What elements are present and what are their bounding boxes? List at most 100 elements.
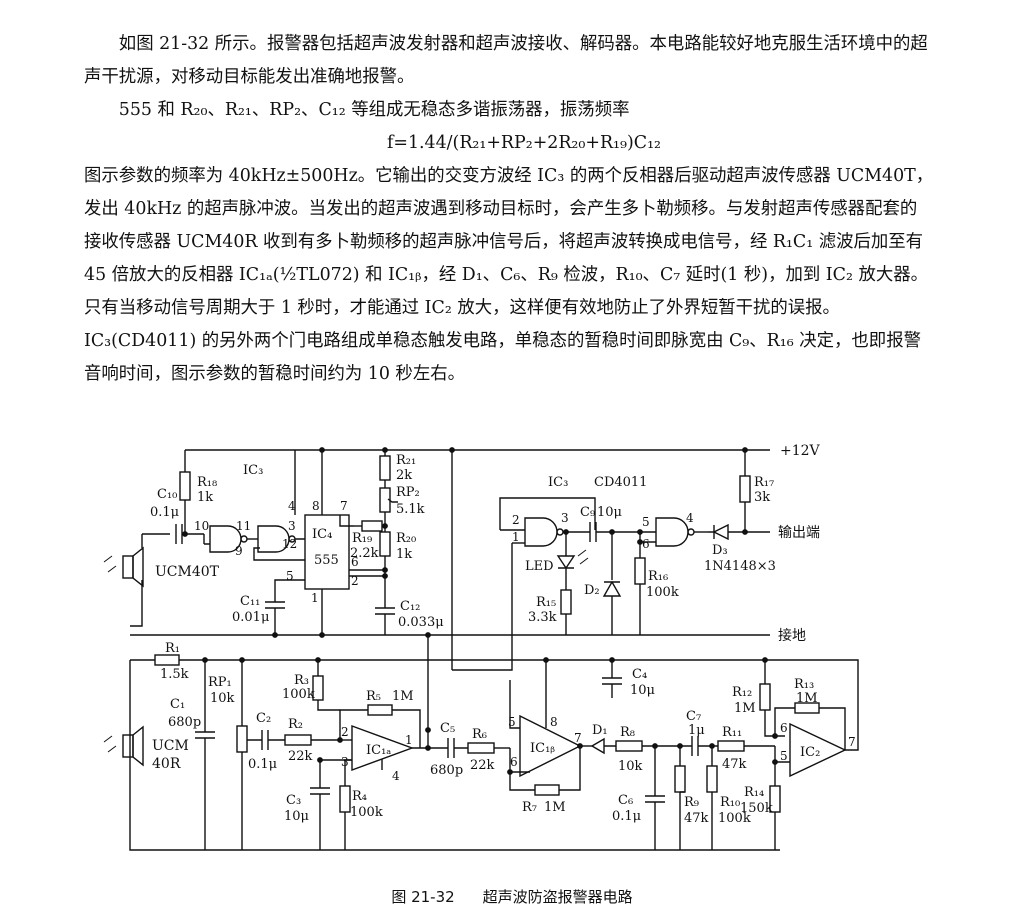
pin-label: 4 [392,769,400,783]
pin-label: 4 [288,499,296,513]
nand-gate-3 [524,517,558,547]
ic1b-label: IC₁ᵦ [530,741,555,756]
r4-label: R₄ [352,789,367,804]
resistor-r8 [615,740,643,752]
c4-label: C₄ [632,667,647,682]
r21-value: 2k [396,468,412,483]
ground-label: 接地 [778,627,806,644]
r16-label: R₁₆ [648,569,668,584]
pin-label: 9 [235,544,243,558]
r9-label: R₉ [684,795,699,810]
chip-label: 555 [314,553,339,568]
r5-value: 1M [392,689,414,704]
ucm40t-transducer [122,555,134,579]
r5-label: R₅ [366,689,381,704]
wave-icon [103,735,117,753]
pin-label: 7 [340,499,348,513]
c10-value: 0.1μ [150,505,179,520]
mono-ic3-label: IC₃ [548,475,568,490]
d2-label: D₂ [584,583,600,598]
r19-label: R₁₉ [352,531,372,546]
ic1a-label: IC₁ₐ [366,743,391,758]
c5-value: 680p [430,763,463,778]
resistor-r17 [739,475,751,503]
potentiometer-rp1 [236,725,248,753]
pin-label: 7 [848,735,856,749]
rp2-label: RP₂ [396,485,420,500]
pin-label: 8 [550,715,558,729]
figure-number: 图 21-32 [391,888,455,906]
pin-label: 2 [512,513,520,527]
opamp-ic2 [789,722,847,778]
c12-label: C₁₂ [400,599,420,614]
d1-label: D₁ [592,723,608,738]
pin-label: 6 [780,721,788,735]
r13-label: R₁₃ [794,677,814,692]
pin-label: 10 [194,519,209,533]
pin-label: 12 [282,537,297,551]
led-light-icon [577,549,589,565]
c6-label: C₆ [618,793,633,808]
r14-label: R₁₄ [744,785,764,800]
pin-label: 5 [642,515,650,529]
pin-label: 3 [288,519,296,533]
cd4011-label: CD4011 [594,475,647,490]
r19-value: 2.2k [350,546,379,561]
r4-value: 100k [350,805,383,820]
r2-label: R₂ [288,717,303,732]
r2-value: 22k [288,749,313,764]
rp2-value: 5.1k [396,502,425,517]
resistor-r18 [179,471,191,501]
pin-label: 1 [405,733,413,747]
r20-label: R₂₀ [396,531,416,546]
c12-value: 0.033μ [398,615,444,630]
ic4-555-chip [304,514,350,590]
c10-label: C₁₀ [157,487,177,502]
c9-value: 10μ [597,505,622,520]
r11-value: 47k [722,757,747,772]
rp1-label: RP₁ [208,675,232,690]
r12-label: R₁₂ [732,685,752,700]
r7-label: R₇ [522,800,537,815]
c3-value: 10μ [284,809,309,824]
c11-label: C₁₁ [240,594,260,609]
resistor-r21 [379,455,391,481]
resistor-r5 [367,704,393,716]
r14-value: 150k [740,801,773,816]
pin-label: 2 [341,725,349,739]
r10-label: R₁₀ [720,795,740,810]
r3-label: R₃ [294,673,309,688]
description-text: 如图 21-32 所示。报警器包括超声波发射器和超声波接收、解码器。本电路能较好… [84,28,934,391]
pin-label: 4 [686,511,694,525]
d3-label: D₃ [712,543,728,558]
pin-label: 8 [312,499,320,513]
resistor-r16 [634,557,646,585]
pin-label: 6 [351,555,359,569]
r17-value: 3k [754,490,770,505]
r1-label: R₁ [165,641,180,656]
paragraph-2: 555 和 R₂₀、R₂₁、RP₂、C₁₂ 等组成无稳态多谐振荡器，振荡频率 [118,100,630,120]
pin-label: 6 [642,537,650,551]
r8-label: R₈ [620,725,635,740]
vcc-label: +12V [780,443,821,459]
paragraph-3: 图示参数的频率为 40kHz±500Hz。它输出的交变方波经 IC₃ 的两个反相… [84,166,934,384]
r18-value: 1k [197,490,213,505]
pin-label: 11 [236,519,251,533]
opamp-ic1b [519,714,582,778]
resistor-r13 [794,702,820,714]
nand-gate-4 [655,517,689,547]
c6-value: 0.1μ [612,809,641,824]
r17-label: R₁₇ [754,475,774,490]
pin-label: 2 [351,574,359,588]
resistor-r4 [339,785,351,813]
ucm40t-label: UCM40T [155,564,220,580]
led-label: LED [525,559,554,574]
ucm40r-transducer [122,734,134,758]
frequency-formula: f=1.44/(R₂₁+RP₂+2R₂₀+R₁₉)C₁₂ [386,133,662,153]
resistor-r9 [674,765,686,793]
r20-value: 1k [396,547,412,562]
c4-value: 10μ [630,683,655,698]
r6-label: R₆ [472,727,487,742]
r12-value: 1M [734,701,756,716]
